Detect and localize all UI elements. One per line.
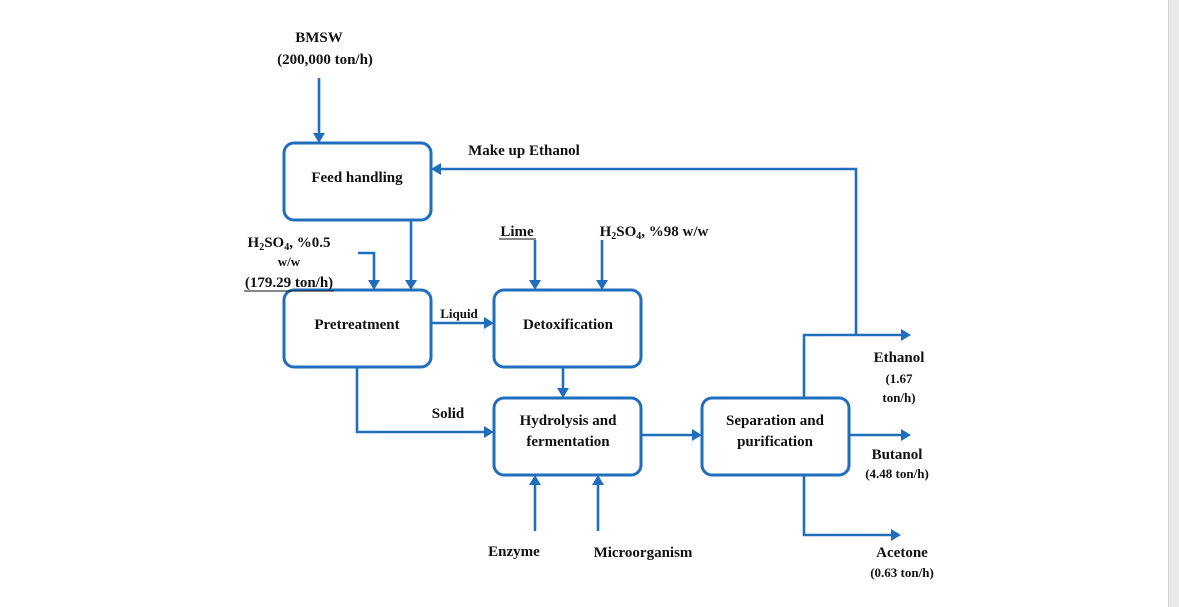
dilute-acid-label-line2: w/w: [278, 254, 301, 269]
detoxification-box: [492, 288, 643, 369]
acetone-product-line: [802, 475, 891, 537]
lime-label: Lime: [500, 224, 534, 240]
acetone-rate-label: (0.63 ton/h): [870, 565, 934, 580]
microorganism-arrowhead: [592, 475, 604, 485]
ethanol-rate-line2: ton/h): [882, 390, 915, 405]
lime-arrowhead: [529, 280, 541, 290]
dilute-acid-label-line3: (179.29 ton/h): [245, 275, 333, 291]
feed-handling-label: Feed handling: [311, 170, 403, 186]
solid-stream-arrowhead: [484, 426, 494, 438]
enzyme-label: Enzyme: [488, 544, 540, 560]
liquid-stream-arrowhead: [484, 317, 494, 329]
separation-label-line2: purification: [737, 434, 813, 450]
solid-stream-line: [355, 367, 484, 434]
separation-purification-box: [700, 396, 851, 477]
hydrolysis-fermentation-box: [492, 396, 643, 477]
hydrolysis-to-separation-arrowhead: [692, 429, 702, 441]
feed-handling-box: [282, 141, 433, 222]
solid-label: Solid: [432, 406, 465, 422]
butanol-label: Butanol: [872, 447, 923, 463]
hydrolysis-label-line1: Hydrolysis and: [520, 413, 617, 429]
detoxification-label: Detoxification: [523, 317, 614, 333]
feed-name-label: BMSW: [295, 30, 343, 46]
ethanol-label: Ethanol: [874, 350, 925, 366]
butanol-rate-label: (4.48 ton/h): [865, 466, 929, 481]
pretreatment-label: Pretreatment: [314, 317, 399, 333]
bmsw-feed-arrowhead: [313, 133, 325, 143]
enzyme-arrowhead: [529, 475, 541, 485]
ethanol-product-arrowhead: [901, 329, 911, 341]
microorganism-label: Microorganism: [594, 545, 693, 561]
feed-rate-label: (200,000 ton/h): [277, 52, 373, 68]
makeup-ethanol-arrowhead: [431, 163, 441, 175]
detox-to-hydrolysis-arrowhead: [557, 388, 569, 398]
acetone-product-arrowhead: [891, 529, 901, 541]
makeup-ethanol-recycle-line: [441, 167, 858, 335]
concentrated-acid-arrowhead: [596, 280, 608, 290]
separation-label-line1: Separation and: [726, 413, 825, 429]
dilute-acid-label-line1: H2SO4, %0.5: [248, 235, 331, 253]
hydrolysis-label-line2: fermentation: [526, 434, 610, 450]
feed-to-pretreatment-arrowhead: [405, 280, 417, 290]
makeup-ethanol-label: Make up Ethanol: [468, 143, 580, 159]
acetone-label: Acetone: [876, 545, 928, 561]
liquid-label: Liquid: [440, 306, 478, 321]
concentrated-acid-label: H2SO4, %98 w/w: [600, 224, 709, 242]
dilute-acid-arrowhead: [368, 280, 380, 290]
butanol-product-arrowhead: [901, 429, 911, 441]
dilute-acid-line: [358, 251, 376, 280]
ethanol-rate-line1: (1.67: [885, 371, 913, 386]
page-edge: [1168, 0, 1179, 607]
ethanol-product-line: [802, 333, 901, 398]
